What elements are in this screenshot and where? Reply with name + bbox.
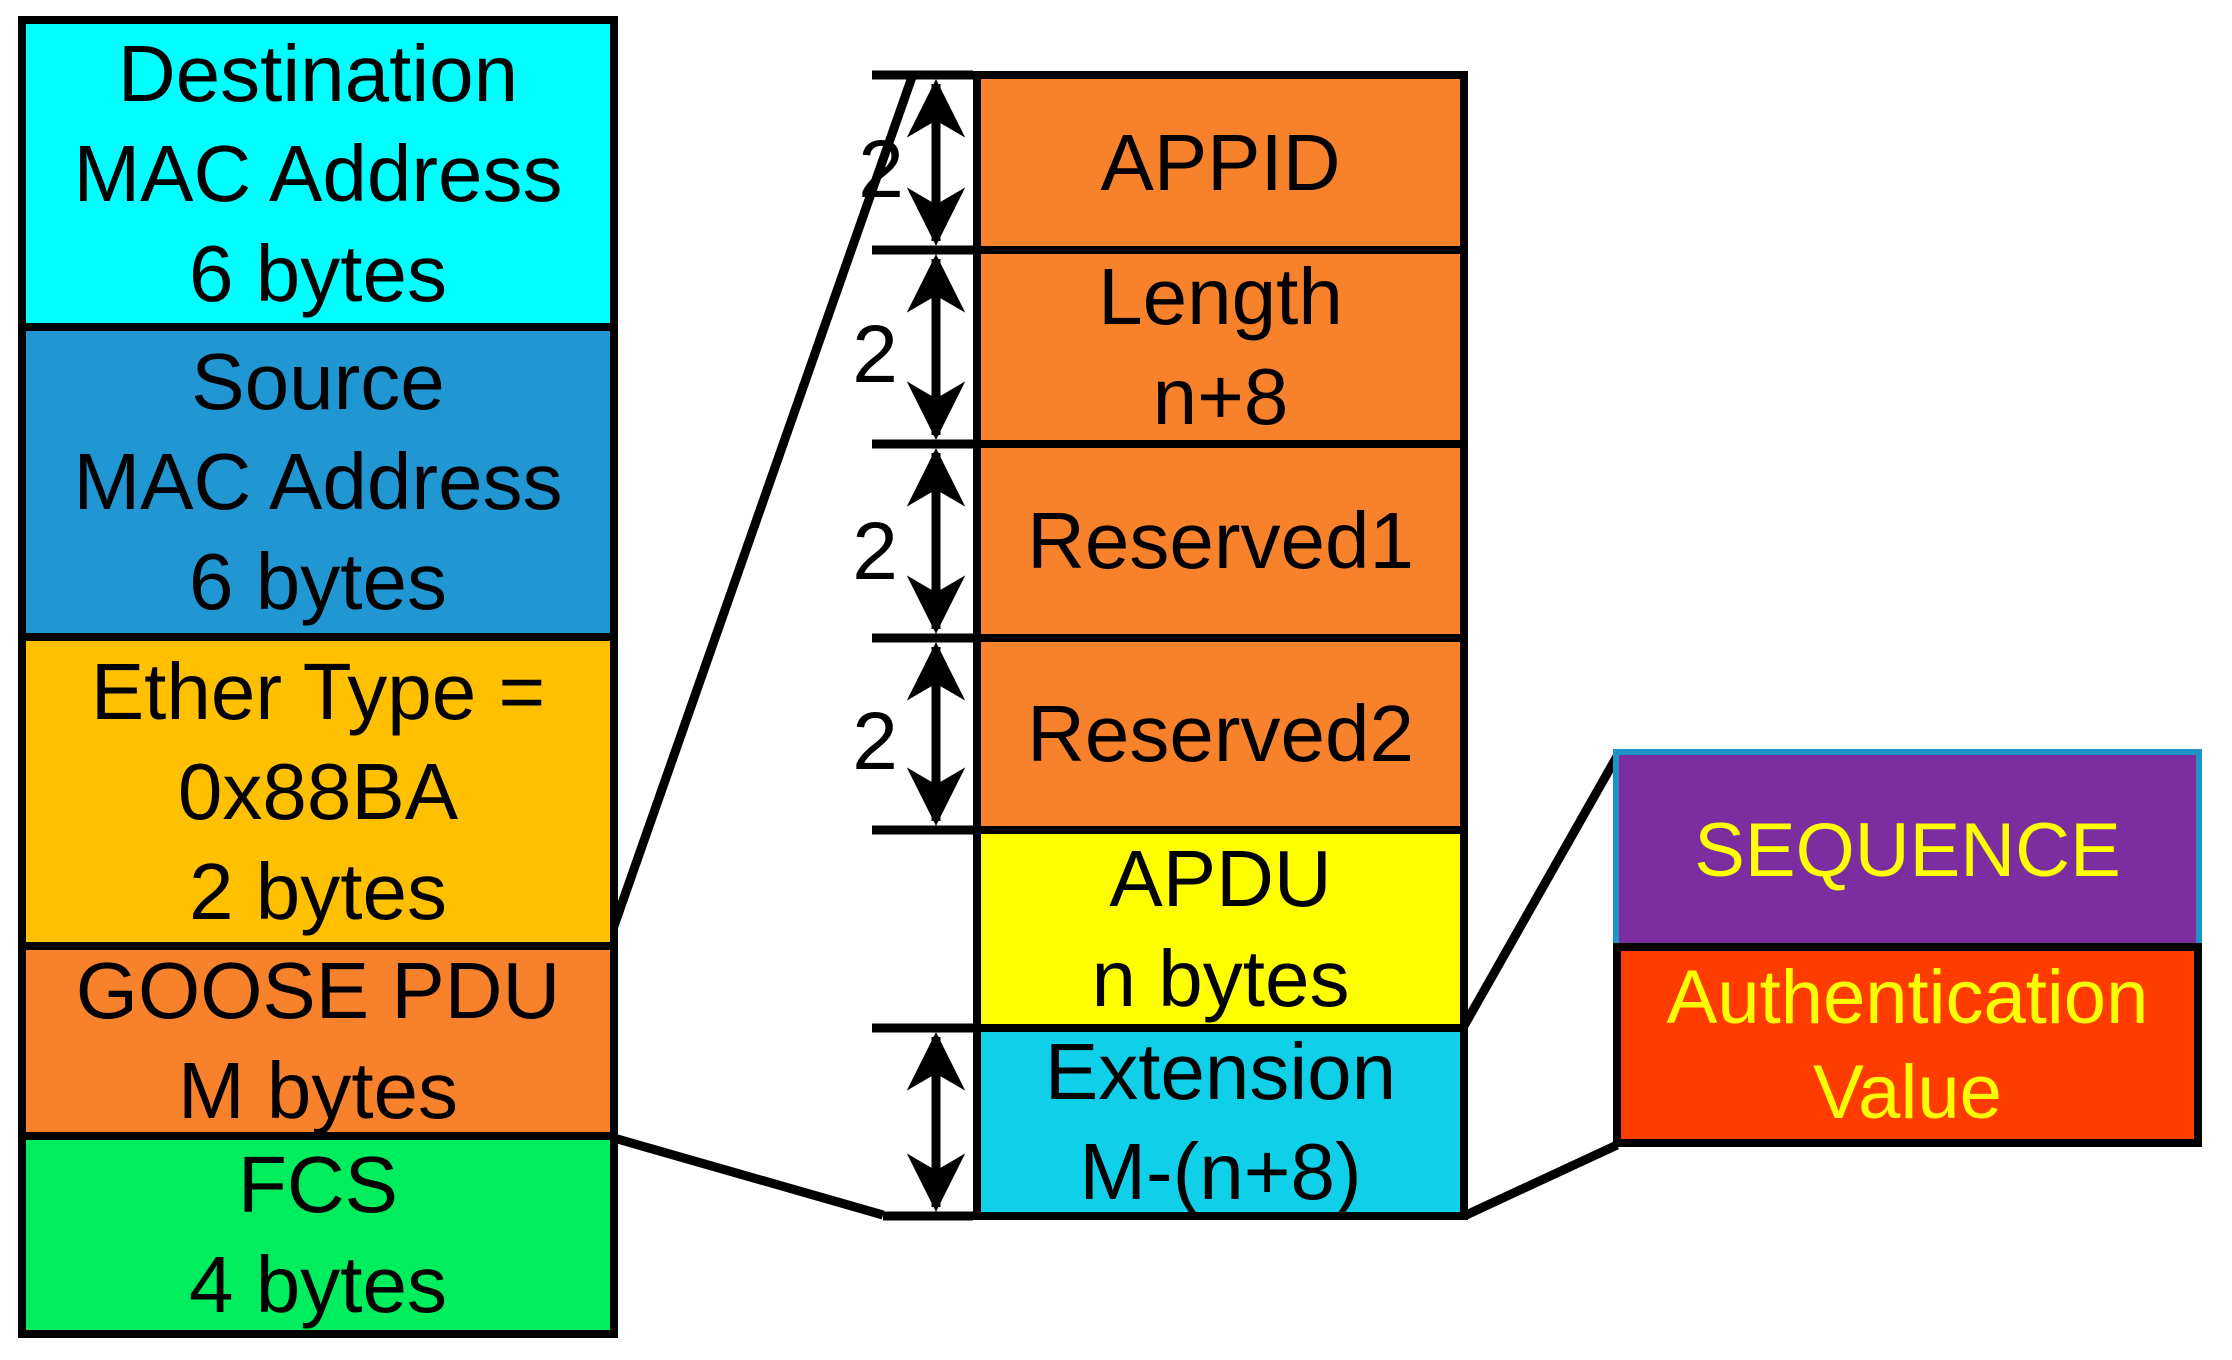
detail-box-apdu: APDU n bytes: [973, 826, 1468, 1032]
frame-box-ether-type: Ether Type = 0x88BA 2 bytes: [18, 633, 618, 950]
detail-box-reserved2: Reserved2: [973, 634, 1468, 834]
connector-goose-to-extension: [605, 1131, 885, 1220]
box-label-line: Reserved1: [1027, 496, 1414, 585]
size-label-reserved2: 2: [852, 696, 898, 787]
detail-box-extension: Extension M-(n+8): [973, 1024, 1468, 1220]
box-label-line: M bytes: [177, 1046, 459, 1135]
detail-box-reserved1: Reserved1: [973, 440, 1468, 642]
box-label-line: GOOSE PDU: [75, 946, 561, 1035]
box-label-line: Extension: [1044, 1027, 1397, 1116]
connector-apdu-to-sequence: [1460, 748, 1624, 1029]
box-label-line: 0x88BA: [177, 746, 459, 836]
size-label-reserved1: 2: [852, 506, 898, 597]
box-label-line: Authentication: [1666, 955, 2149, 1040]
detail-box-auth-value: Authentication Value: [1613, 943, 2202, 1147]
frame-box-source-mac: Source MAC Address 6 bytes: [18, 323, 618, 641]
box-label-line: SEQUENCE: [1694, 807, 2121, 893]
dimension-ticks: [872, 70, 973, 1221]
connector-ethertype-to-appid: [602, 75, 917, 948]
box-label-line: MAC Address: [73, 437, 563, 526]
box-label-line: n bytes: [1091, 934, 1350, 1023]
box-label-line: APDU: [1109, 834, 1332, 923]
size-label-length: 2: [852, 309, 898, 400]
detail-box-sequence: SEQUENCE: [1613, 749, 2202, 951]
box-label-line: Length: [1098, 252, 1343, 341]
frame-box-destination-mac: Destination MAC Address 6 bytes: [18, 16, 618, 331]
box-label-line: 6 bytes: [189, 537, 447, 626]
connector-lines: [602, 75, 1624, 1221]
box-label-line: 6 bytes: [189, 228, 447, 318]
box-label-line: 4 bytes: [189, 1240, 447, 1329]
box-label-line: Reserved2: [1027, 689, 1414, 778]
frame-box-fcs: FCS 4 bytes: [18, 1132, 618, 1338]
frame-box-goose-pdu: GOOSE PDU M bytes: [18, 942, 618, 1140]
box-label-line: Source: [191, 337, 445, 426]
box-label-line: MAC Address: [73, 128, 563, 218]
detail-box-length: Length n+8: [973, 246, 1468, 448]
box-label-line: Value: [1813, 1050, 2002, 1135]
box-label-line: FCS: [238, 1140, 398, 1229]
box-label-line: n+8: [1152, 352, 1289, 441]
box-label-line: Destination: [117, 28, 519, 118]
connector-extension-to-auth: [1462, 1140, 1619, 1221]
box-label-line: Ether Type =: [90, 646, 546, 736]
box-label-line: M-(n+8): [1079, 1127, 1362, 1216]
detail-box-appid: APPID: [973, 71, 1468, 254]
box-label-line: APPID: [1100, 117, 1341, 207]
box-label-line: 2 bytes: [189, 846, 447, 936]
size-label-appid: 2: [858, 124, 904, 215]
